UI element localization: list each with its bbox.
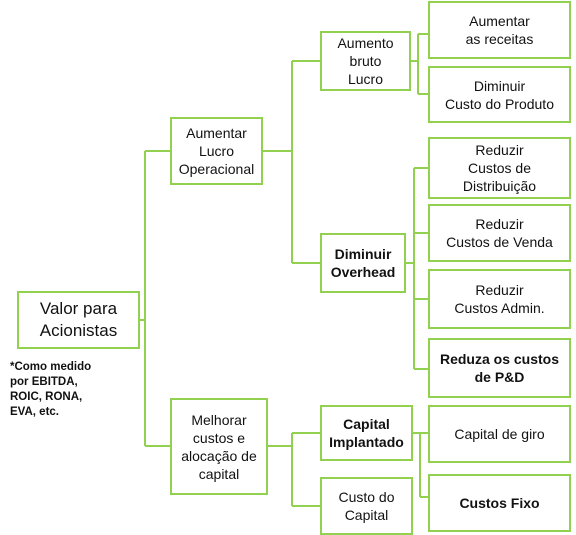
admin-costs-box: Reduzir Custos Admin. bbox=[428, 269, 571, 329]
increase-revenue-box: Aumentar as receitas bbox=[428, 1, 571, 59]
shareholder-value-box: Valor para Acionistas bbox=[17, 291, 140, 349]
connector-lucro bbox=[263, 60, 320, 264]
connector-bruto bbox=[411, 33, 428, 95]
selling-costs-label: Reduzir Custos de Venda bbox=[446, 216, 553, 250]
rd-costs-label: Reduza os custos de P&D bbox=[439, 351, 560, 385]
gross-profit-box: Aumento bruto Lucro bbox=[320, 31, 411, 91]
rd-costs-box: Reduza os custos de P&D bbox=[428, 338, 571, 398]
gross-profit-label: Aumento bruto Lucro bbox=[337, 35, 394, 87]
fixed-costs-label: Custos Fixo bbox=[459, 495, 540, 511]
product-cost-label: Diminuir Custo do Produto bbox=[445, 77, 554, 112]
working-capital-label: Capital de giro bbox=[454, 426, 545, 442]
capital-allocation-box: Melhorar custos e alocação de capital bbox=[170, 398, 268, 495]
increase-revenue-label: Aumentar as receitas bbox=[465, 13, 534, 47]
product-cost-box: Diminuir Custo do Produto bbox=[428, 66, 571, 123]
distribution-costs-box: Reduzir Custos de Distribuição bbox=[428, 137, 571, 199]
admin-costs-label: Reduzir Custos Admin. bbox=[454, 282, 545, 316]
overhead-box: Diminuir Overhead bbox=[320, 233, 406, 293]
connector-root bbox=[140, 150, 170, 447]
operating-profit-label: Aumentar Lucro Operacional bbox=[178, 125, 255, 177]
fixed-costs-box: Custos Fixo bbox=[428, 474, 571, 532]
measurement-footnote: *Como medido por EBITDA, ROIC, RONA, EVA… bbox=[10, 361, 92, 418]
distribution-costs-label: Reduzir Custos de Distribuição bbox=[462, 142, 537, 194]
overhead-label: Diminuir Overhead bbox=[330, 246, 396, 280]
operating-profit-box: Aumentar Lucro Operacional bbox=[170, 117, 263, 185]
connector-overhead bbox=[406, 167, 428, 370]
capital-employed-box: Capital Implantado bbox=[320, 405, 413, 461]
connector-capital bbox=[268, 432, 320, 507]
shareholder-value-label: Valor para Acionistas bbox=[39, 299, 118, 340]
selling-costs-box: Reduzir Custos de Venda bbox=[428, 204, 571, 262]
connector-implantado bbox=[413, 432, 428, 498]
cost-of-capital-box: Custo do Capital bbox=[320, 477, 413, 535]
working-capital-box: Capital de giro bbox=[428, 405, 571, 463]
capital-employed-label: Capital Implantado bbox=[329, 416, 404, 450]
capital-allocation-label: Melhorar custos e alocação de capital bbox=[181, 411, 257, 482]
cost-of-capital-label: Custo do Capital bbox=[338, 489, 395, 523]
